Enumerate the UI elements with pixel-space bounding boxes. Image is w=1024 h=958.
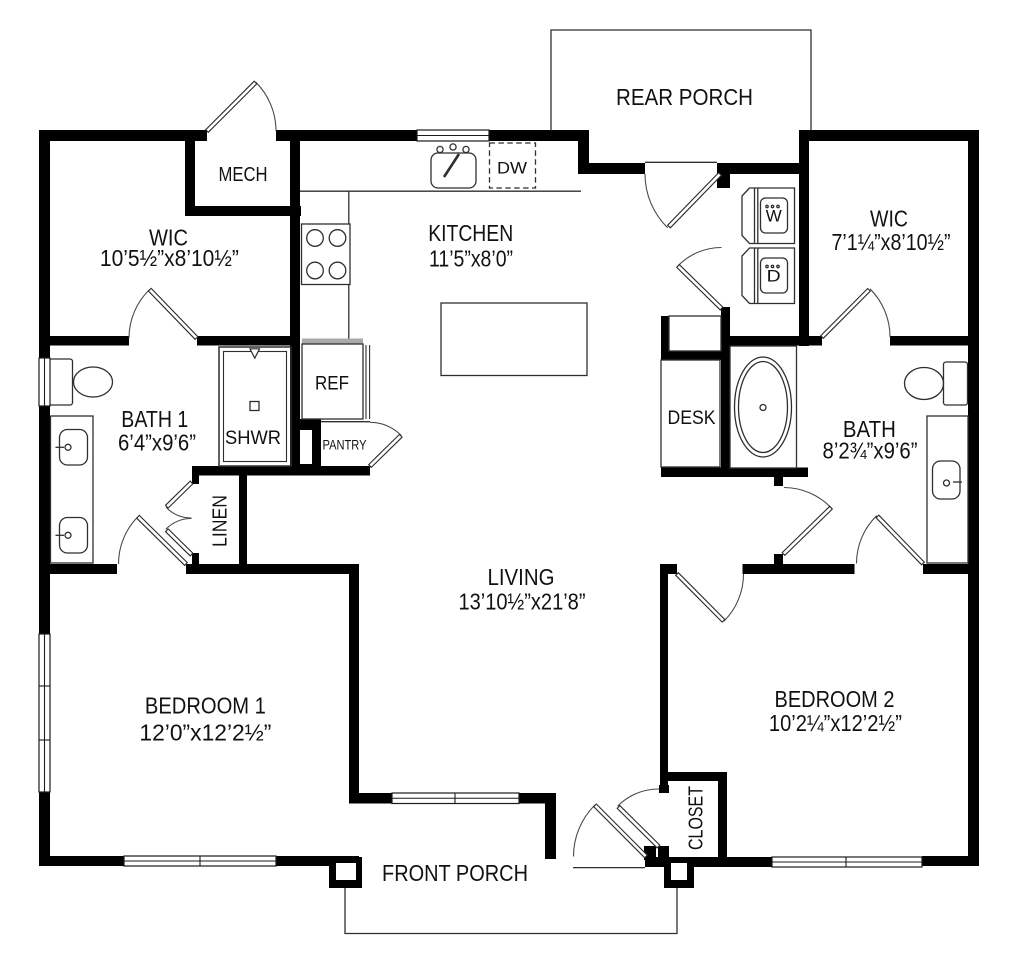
kitchen-island [440,302,588,377]
label-living: LIVING [488,564,555,590]
bedroom2-entry-door [674,571,745,623]
label-linen: LINEN [209,495,231,547]
label-bath2: BATH [843,416,896,442]
pantry-box [300,421,370,464]
wic1-door [128,287,199,341]
labels-layer: REAR PORCHMECHWIC10’5½”x8’10½”KITCHEN11’… [100,84,951,886]
pantry-door [367,421,403,469]
shower-icon [218,346,292,467]
kitchen-sink-icon [430,143,477,189]
windows [38,129,923,868]
rear-porch-outline [550,29,812,163]
label-pantry: PANTRY [323,437,367,452]
dims-bedroom1: 12’0”x12’2½” [139,719,271,745]
label-desk: DESK [668,408,716,429]
dims-wic2: 7’1¼”x8’10½” [832,229,951,255]
dims-kitchen: 11’5”x8’0” [429,245,513,271]
dims-bedroom2: 10’2¼”x12’2½” [769,710,902,736]
washer-icon [741,187,796,245]
label-rear-porch: REAR PORCH [616,84,753,110]
rear-porch-door [644,171,723,229]
label-mech: MECH [219,164,268,186]
front-porch-outline [344,866,678,935]
label-kitchen: KITCHEN [428,220,513,246]
label-refrigerator: REF [315,374,349,395]
linen-door-lower [164,517,194,557]
mech-door [204,80,277,134]
walls [39,130,979,867]
linen-door-upper [164,480,194,519]
front-door [572,803,649,859]
stove-icon [300,223,351,286]
label-bedroom1: BEDROOM 1 [145,692,266,718]
dims-wic1: 10’5½”x8’10½” [100,245,239,271]
laundry-door [675,246,724,311]
label-washer: W [766,207,782,226]
label-wic2: WIC [870,205,908,231]
label-bedroom2: BEDROOM 2 [775,686,895,712]
refrigerator-box [301,338,371,420]
bath2-vanity [926,415,969,564]
kitchen-counter [300,190,581,339]
porch-posts [329,857,694,888]
toilet2-icon [903,361,969,406]
bath1-vanity [49,415,94,564]
label-dishwasher: DW [497,159,527,178]
label-wic1: WIC [149,224,188,250]
bath2-door [781,486,834,557]
label-front-porch: FRONT PORCH [382,860,528,886]
dims-bath2: 8’2¾”x9’6” [823,437,918,463]
dishwasher-box [488,142,537,189]
dryer-icon [741,247,796,305]
closet-door [616,788,661,849]
bath1-door [117,514,189,567]
label-shower: SHWR [225,428,281,449]
wic2-door [819,287,891,340]
windows-layer [38,129,923,868]
label-bath1: BATH 1 [121,406,188,432]
bedroom2-bath-door [855,514,926,566]
label-closet: CLOSET [686,786,708,850]
dims-living: 13’10½”x21’8” [459,588,586,614]
dims-bath1: 6’4”x9’6” [118,429,196,455]
doors-layer [117,80,926,859]
desk-nook [660,315,722,468]
bathtub-icon [729,345,798,469]
label-dryer: D [767,267,781,286]
